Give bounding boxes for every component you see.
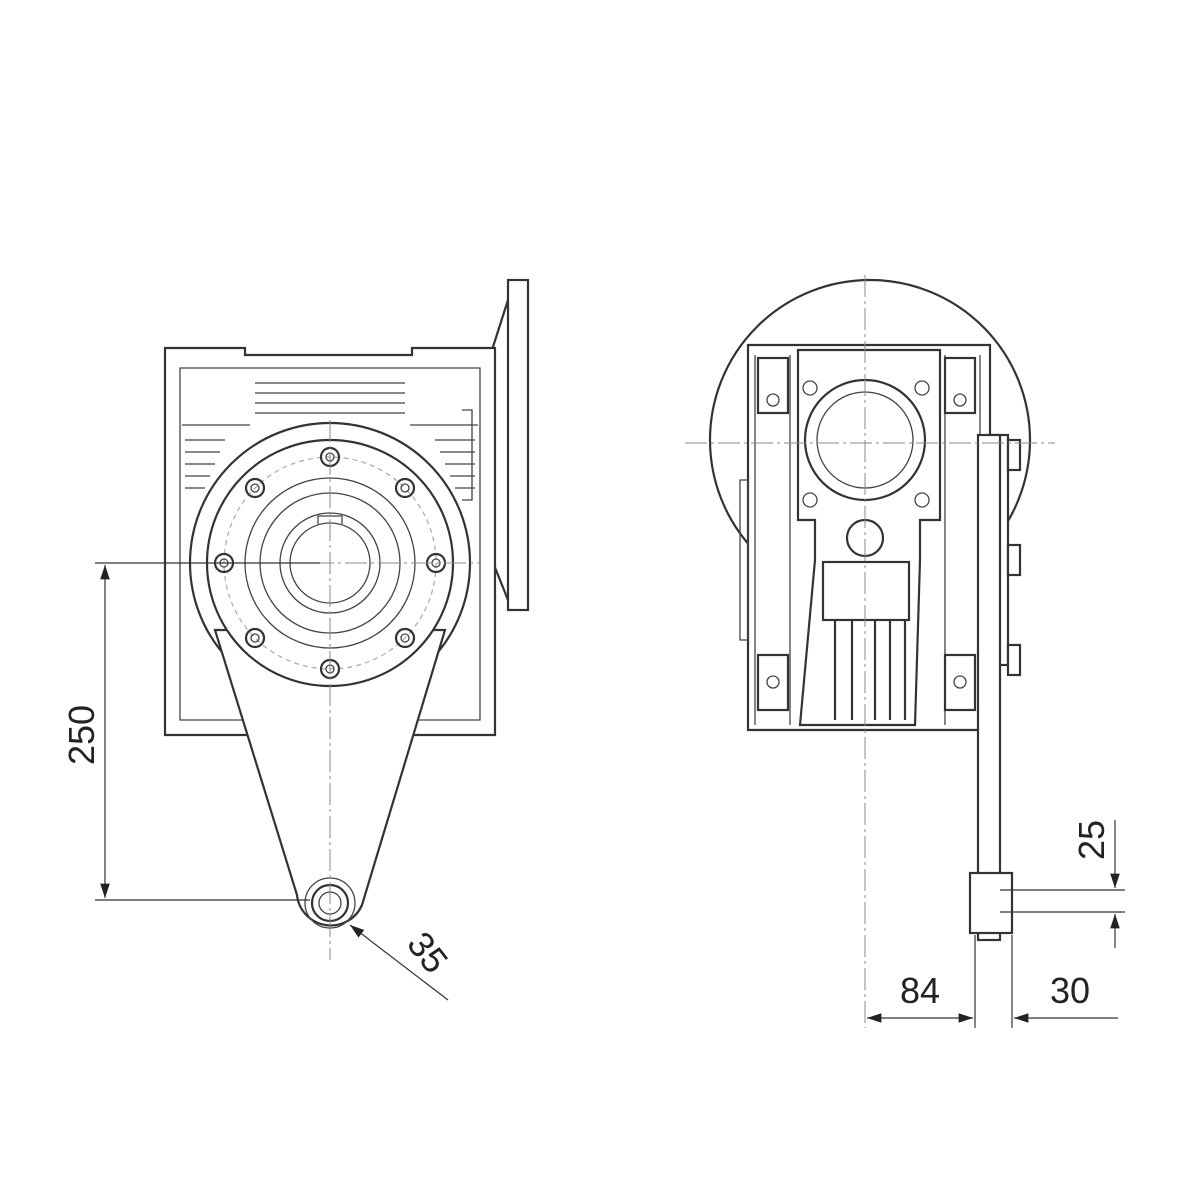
cooling-fins bbox=[182, 382, 478, 489]
keyway bbox=[317, 515, 343, 524]
front-view: 250 35 bbox=[61, 278, 530, 1001]
arm-bushing-side bbox=[968, 871, 1014, 935]
mounting-feet bbox=[756, 356, 977, 712]
dim-30-label: 30 bbox=[1050, 970, 1090, 1011]
torque-arm-side bbox=[976, 433, 1002, 942]
dim-35-label: 35 bbox=[399, 924, 456, 981]
dim-25-label: 25 bbox=[1071, 820, 1112, 860]
bolts bbox=[213, 446, 447, 680]
dim-84-label: 84 bbox=[900, 970, 940, 1011]
dim-250-label: 250 bbox=[61, 705, 102, 765]
side-view: 84 30 25 bbox=[685, 275, 1125, 1028]
motor-flange-plate bbox=[506, 278, 530, 612]
